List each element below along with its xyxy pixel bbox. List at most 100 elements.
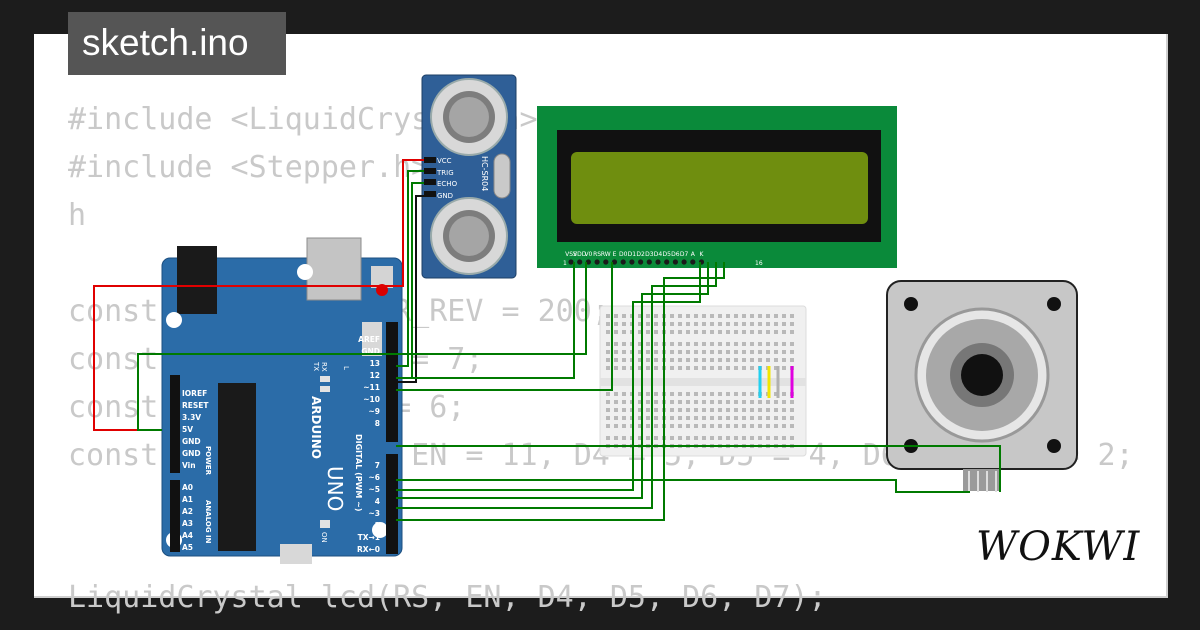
arduino-model-label: UNO [323, 466, 347, 511]
lcd-pin [585, 259, 592, 265]
lcd-pin [611, 259, 618, 265]
arduino-pin-gnd-top: GND [361, 347, 380, 356]
arduino-brand-label: ARDUINO [309, 396, 323, 459]
ultrasonic-sensor[interactable]: HC-SR04 VCC TRIG ECHO GND [421, 74, 517, 279]
arduino-pin-gnd: GND [182, 449, 201, 458]
lcd-pin-last-label: 16 [755, 260, 763, 267]
lcd-pin-label: D3 [645, 251, 654, 258]
arduino-pin-reset: RESET [182, 401, 209, 410]
breadboard-jumpers [758, 366, 794, 398]
sensor-pin-gnd: GND [437, 192, 453, 200]
lcd-pin [594, 259, 600, 265]
arduino-pin-aref: AREF [358, 335, 380, 344]
wire-5v-to-sensor-vcc [93, 159, 424, 431]
arduino-pin-vin: Vin [182, 461, 196, 470]
lcd-pin [568, 259, 574, 265]
digital-header-label: DIGITAL (PWM ~) [354, 434, 363, 512]
wire-dir [396, 479, 970, 493]
wire-step [396, 445, 1001, 492]
lcd-pin-label: V0 [584, 251, 592, 258]
wire-rs [396, 262, 613, 391]
analog-header-label: ANALOG IN [204, 500, 212, 544]
on-led-label: ON [320, 532, 328, 543]
arduino-pin-10: ~10 [363, 395, 380, 404]
arduino-pin-12: 12 [370, 371, 380, 380]
arduino-pin-5: ~5 [368, 485, 380, 494]
lcd-pin-label: E [613, 251, 617, 258]
wokwi-logo: WOKWI [976, 524, 1141, 570]
lcd-pin [577, 259, 583, 265]
rx-led-label: RX [320, 362, 328, 372]
lcd-pin-label: RW [601, 251, 611, 258]
lcd-pin [629, 259, 635, 265]
arduino-pin-7: 7 [375, 461, 380, 470]
lcd-pin [620, 259, 626, 265]
stepper-motor[interactable] [886, 280, 1078, 492]
lcd-pin [603, 259, 609, 265]
arduino-pin-gnd: GND [182, 437, 201, 446]
arduino-pin-13: 13 [370, 359, 380, 368]
arduino-pin-3v3: 3.3V [182, 413, 201, 422]
arduino-pin-9: ~9 [368, 407, 380, 416]
code-line: #include <Stepper.h> [68, 150, 430, 185]
lcd-pin [646, 259, 652, 265]
l-led-label: L [342, 366, 350, 370]
lcd-pin [655, 259, 661, 265]
arduino-pin-ioref: IOREF [182, 389, 207, 398]
file-name-tab[interactable]: sketch.ino [68, 12, 286, 75]
tx-led-label: TX [312, 361, 320, 371]
wires [93, 159, 1001, 521]
arduino-pin-a3: A3 [182, 519, 193, 528]
lcd-pin-label: VSS [565, 251, 577, 258]
power-header-label: POWER [204, 446, 212, 476]
code-line: h [68, 198, 87, 233]
sensor-pin-echo: ECHO [437, 180, 458, 188]
wire-d5 [396, 262, 709, 499]
arduino-pin-1: TX→1 [358, 533, 380, 542]
arduino-pin-a1: A1 [182, 495, 193, 504]
lcd-pin-label: D1 [628, 251, 637, 258]
lcd-pin-label: D4 [654, 251, 663, 258]
arduino-pin-6: ~6 [368, 473, 380, 482]
lcd-pin-label: D0 [619, 251, 628, 258]
arduino-uno-board[interactable]: IOREF RESET 3.3V 5V GND GND Vin A0 A1 A2… [161, 237, 403, 564]
lcd-pin-label: A [691, 251, 696, 258]
arduino-pin-a2: A2 [182, 507, 193, 516]
arduino-pin-8: 8 [375, 419, 380, 428]
file-name-label: sketch.ino [82, 22, 249, 63]
wire-d4 [396, 262, 701, 491]
lcd-pin [690, 259, 696, 265]
lcd-pin [681, 259, 687, 265]
wire-d7 [396, 262, 725, 521]
lcd-pin-label: VDD [573, 251, 587, 258]
lcd-pin [672, 259, 679, 265]
arduino-pin-a5: A5 [182, 543, 193, 552]
code-line: LiquidCrystal lcd(RS, EN, D4, D5, D6, D7… [68, 580, 827, 615]
wire-en [396, 262, 575, 379]
wire-trig [396, 170, 424, 367]
arduino-pin-11: ~11 [363, 383, 380, 392]
sensor-pin-vcc: VCC [437, 157, 452, 165]
lcd-pin-label: D7 [680, 251, 689, 258]
arduino-pin-a0: A0 [182, 483, 193, 492]
sensor-model-label: HC-SR04 [480, 156, 489, 191]
lcd-pin-label: K [700, 251, 705, 258]
wire-gnd-rail [137, 262, 587, 431]
arduino-pin-4: 4 [375, 497, 380, 506]
arduino-pin-a4: A4 [182, 531, 193, 540]
lcd-pin-label: D5 [662, 251, 671, 258]
lcd-pin-label: D2 [636, 251, 645, 258]
lcd-pin [664, 259, 670, 265]
lcd-pin-label: D6 [671, 251, 680, 258]
lcd-pin-first-label: 1 [563, 260, 567, 267]
arduino-pin-5v: 5V [182, 425, 193, 434]
breadboard[interactable] [599, 305, 807, 457]
lcd-pin [638, 259, 644, 265]
wire-gnd-to-sensor-gnd [396, 195, 424, 383]
arduino-pin-3: ~3 [368, 509, 380, 518]
arduino-pin-0: RX←0 [357, 545, 380, 554]
lcd-pin-label: RS [593, 251, 601, 258]
